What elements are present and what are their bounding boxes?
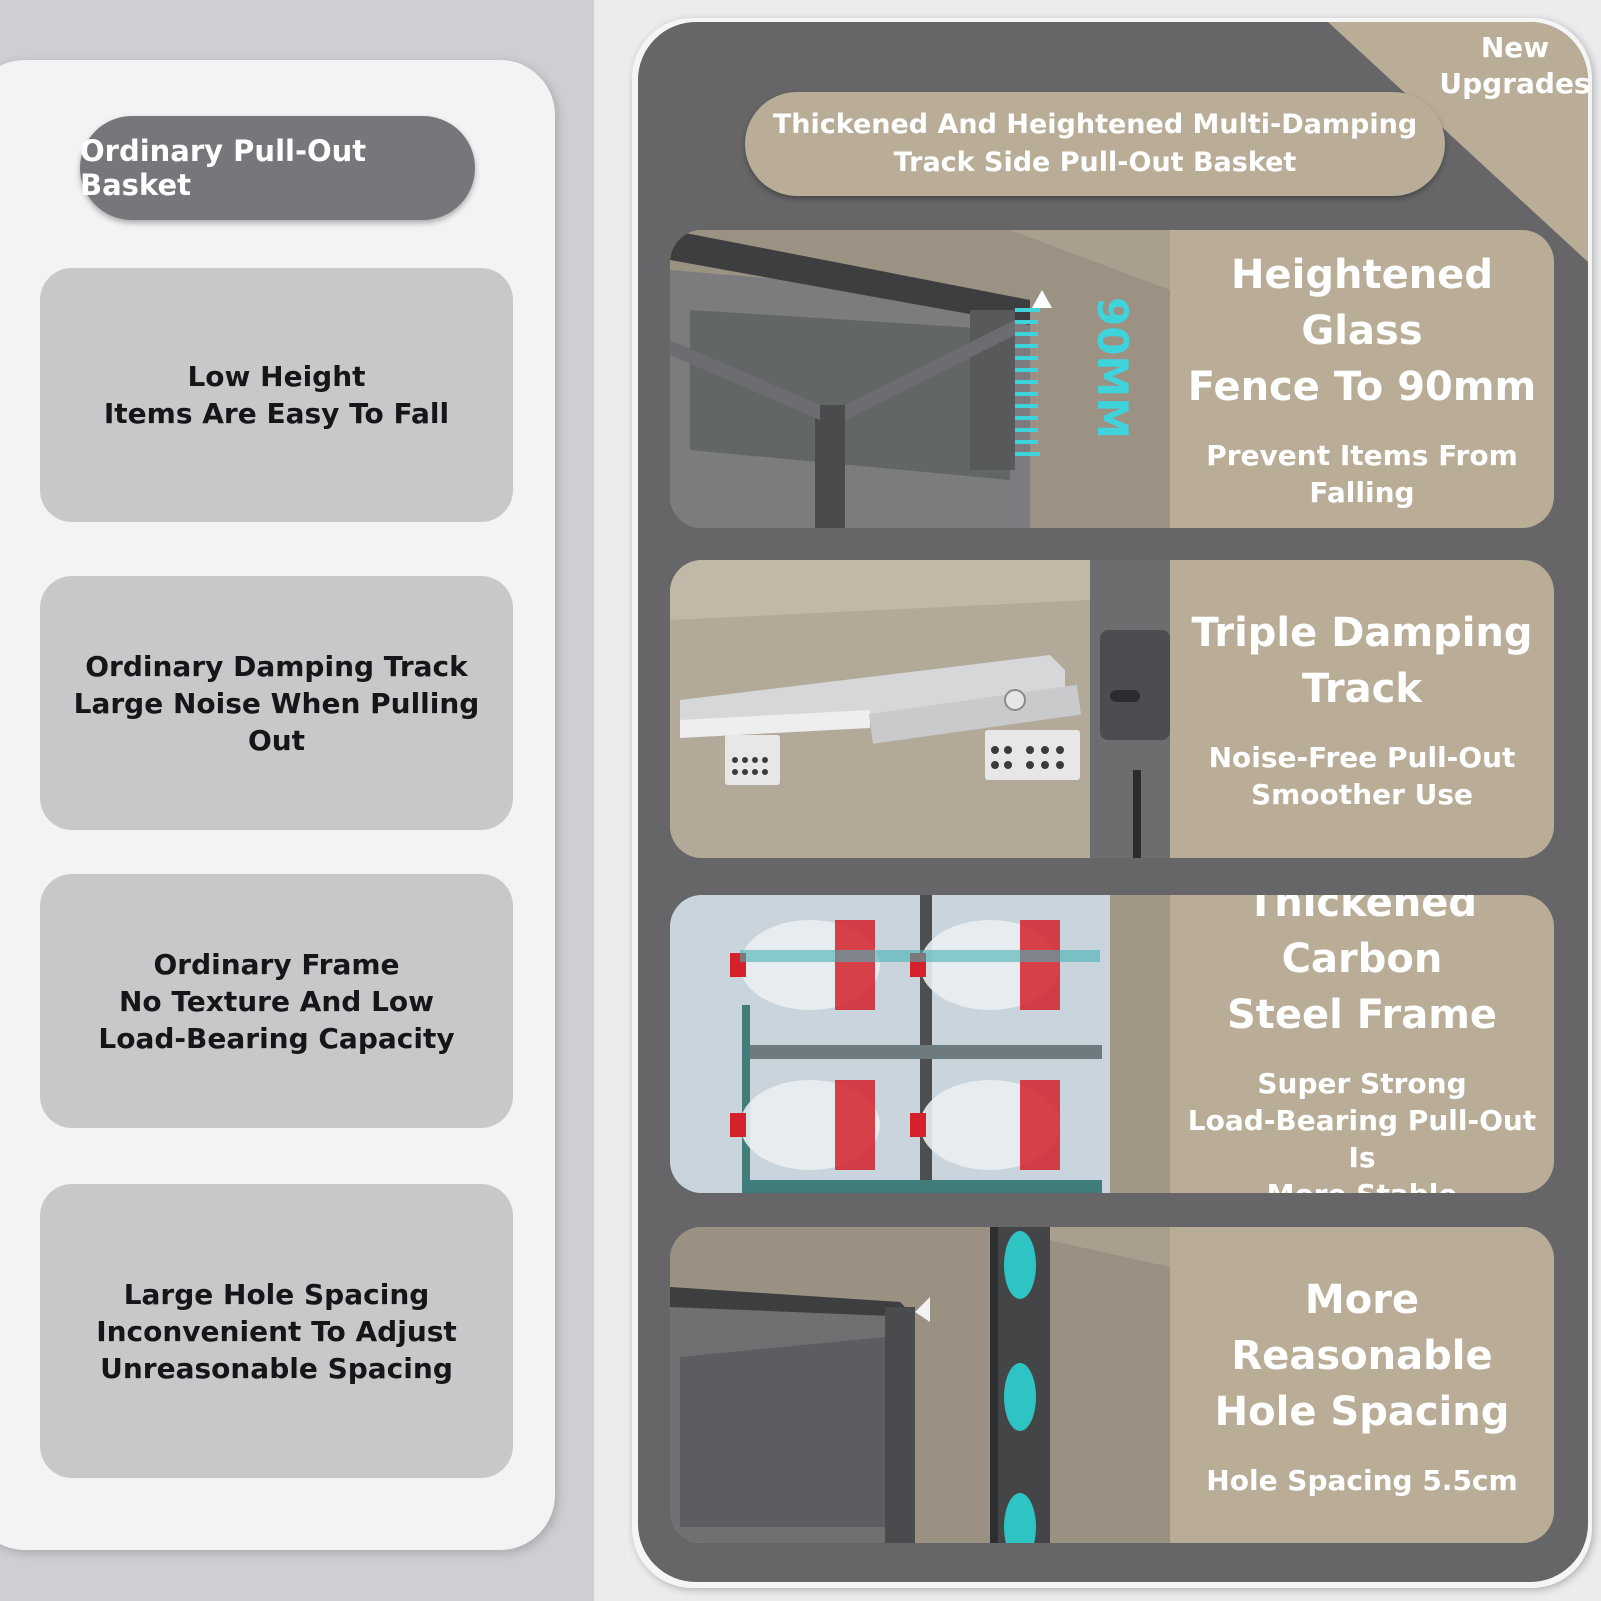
feature-title-hole-spacing: More Reasonable Hole Spacing <box>1214 1276 1510 1435</box>
feature-card-damping-track: Triple Damping Track Noise-Free Pull-Out… <box>670 560 1554 858</box>
feature-title-steel-frame: Thickened Carbon Steel Frame <box>1226 895 1498 1038</box>
feature-subtitle-damping-track: Noise-Free Pull-Out Smoother Use <box>1208 741 1516 811</box>
damping-track-illustration <box>670 560 1170 858</box>
ordinary-card-track: Ordinary Damping Track Large Noise When … <box>40 576 513 830</box>
feature-title-damping-track: Triple Damping Track <box>1191 610 1533 712</box>
feature-card-glass-fence: 90MM Heightened Glass Fence To 90mm Prev… <box>670 230 1554 528</box>
feature-card-hole-spacing: More Reasonable Hole Spacing Hole Spacin… <box>670 1227 1554 1543</box>
steel-frame-illustration <box>670 895 1170 1193</box>
new-upgrades-label: New Upgrades <box>1439 31 1591 100</box>
feature-subtitle-steel-frame: Super Strong Load-Bearing Pull-Out Is Mo… <box>1187 1067 1537 1193</box>
feature-card-steel-frame: Thickened Carbon Steel Frame Super Stron… <box>670 895 1554 1193</box>
feature-title-glass-fence: Heightened Glass Fence To 90mm <box>1187 252 1537 410</box>
ordinary-card-frame: Ordinary Frame No Texture And Low Load-B… <box>40 874 513 1128</box>
upgraded-title-pill: Thickened And Heightened Multi-Damping T… <box>745 92 1445 196</box>
feature-subtitle-glass-fence: Prevent Items From Falling <box>1206 439 1518 509</box>
ordinary-title-pill: Ordinary Pull-Out Basket <box>80 116 475 220</box>
ordinary-card-holes: Large Hole Spacing Inconvenient To Adjus… <box>40 1184 513 1478</box>
ordinary-card-height: Low Height Items Are Easy To Fall <box>40 268 513 522</box>
measure-90mm-label: 90MM <box>1088 297 1137 439</box>
glass-fence-illustration: 90MM <box>670 230 1170 528</box>
feature-subtitle-hole-spacing: Hole Spacing 5.5cm <box>1206 1463 1518 1497</box>
hole-spacing-illustration <box>670 1227 1170 1543</box>
